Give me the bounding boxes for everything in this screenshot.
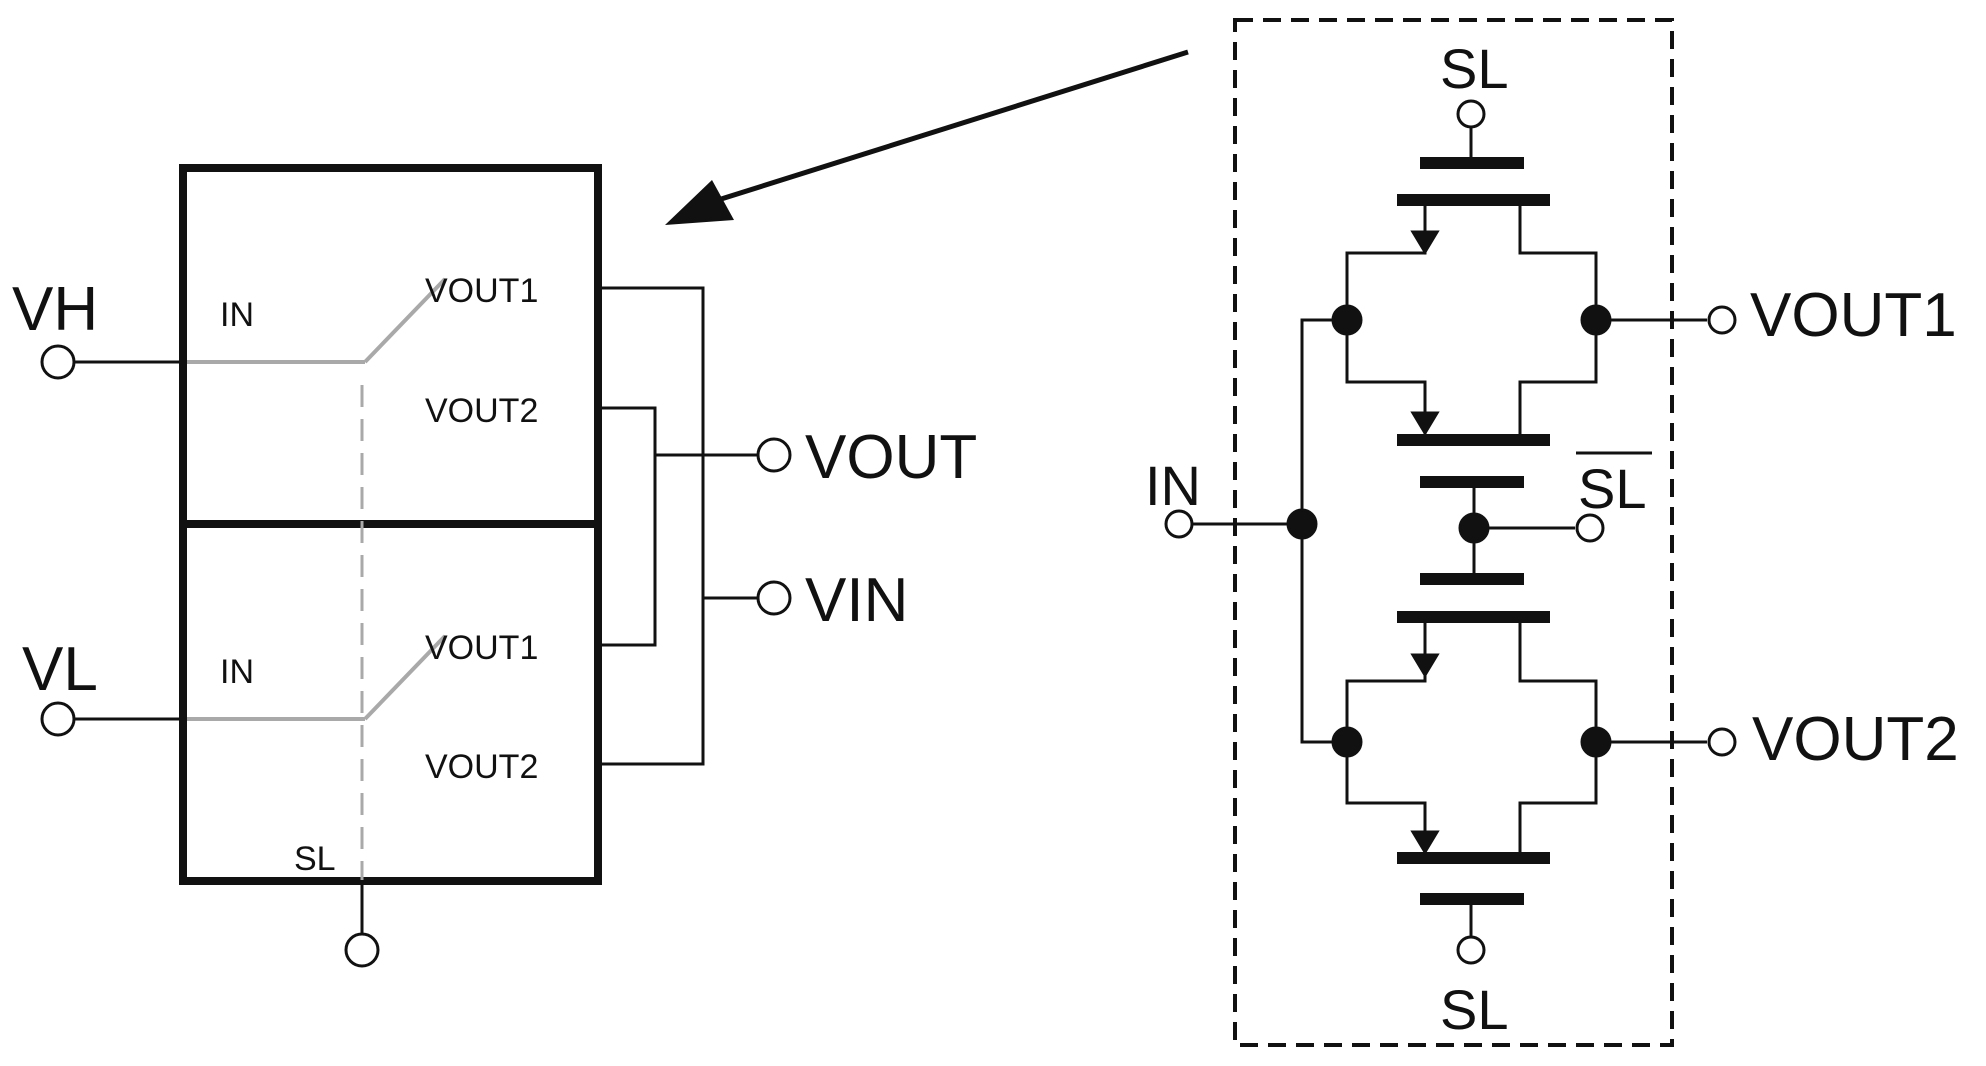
transistor-detail: [1164, 18, 1737, 1047]
sl-top-label: SL: [1440, 37, 1509, 100]
detail-pointer-arrow: [665, 49, 1189, 225]
switch-block-upper: [179, 164, 602, 528]
detail-dashed-frame: [1233, 18, 1674, 1047]
lower-in-label: IN: [220, 653, 254, 691]
right-vout1-label: VOUT1: [1750, 281, 1957, 350]
vin-label: VIN: [805, 566, 908, 635]
vin-bus-wire: [600, 286, 705, 766]
upper-vout2-label: VOUT2: [425, 392, 538, 430]
vout1-terminal: [1707, 305, 1737, 335]
vout2-terminal: [1707, 727, 1737, 757]
upper-in-label: IN: [220, 296, 254, 334]
lower-vout2-label: VOUT2: [425, 748, 538, 786]
right-in-label: IN: [1145, 454, 1201, 517]
vl-label: VL: [22, 635, 98, 704]
lower-vout1-label: VOUT1: [425, 629, 538, 667]
upper-vout1-label: VOUT1: [425, 272, 538, 310]
vin-terminal: [756, 580, 792, 616]
lower-switch: [187, 634, 447, 721]
sl-bar-terminal: [1575, 513, 1605, 543]
sl-label-left: SL: [294, 840, 336, 878]
upper-switch: [187, 277, 447, 364]
vh-label: VH: [12, 275, 98, 344]
sl-terminal: [344, 932, 380, 968]
right-vout2-label: VOUT2: [1752, 705, 1959, 774]
vout-terminal: [756, 437, 792, 473]
vout-bus-wire: [600, 406, 657, 647]
sl-bar-label: SL: [1578, 457, 1647, 520]
vl-terminal: [40, 701, 76, 737]
sl-bottom-terminal: [1456, 935, 1486, 965]
left-switch-module: [40, 164, 792, 968]
sl-bottom-label: SL: [1440, 978, 1509, 1041]
sl-top-terminal: [1456, 99, 1486, 129]
switch-block-lower: [179, 520, 602, 885]
vh-terminal: [40, 344, 76, 380]
vout-label: VOUT: [805, 423, 977, 492]
